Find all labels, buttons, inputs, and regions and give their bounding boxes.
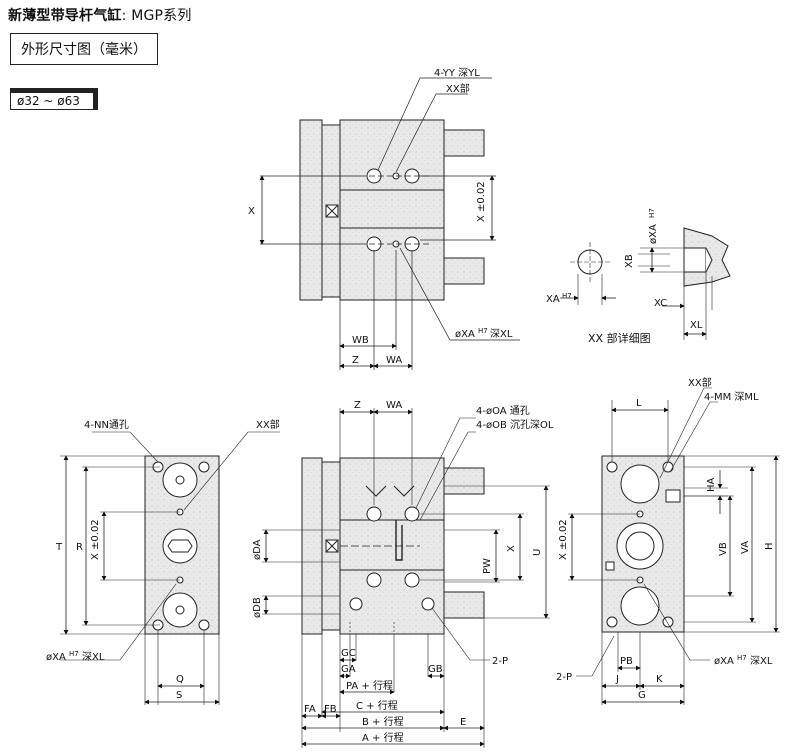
front-view-port-1 (366, 506, 382, 522)
label-yy-depth: 4-YY 深YL (434, 67, 480, 79)
label-right-xa-hole: øXA (714, 656, 734, 667)
label-z: Z (352, 355, 359, 366)
front-view-labels: Z WA 4-øOA 通孔 4-øOB 沉孔深OL øDA øDB PW X U… (252, 400, 554, 744)
label-right-p: 2-P (556, 672, 572, 683)
label-gc: GC (341, 648, 356, 659)
label-right-x-tol: X ±0.02 (558, 519, 569, 560)
label-fb: FB (324, 704, 337, 715)
label-xx-part: XX部 (446, 82, 470, 95)
label-j: J (615, 674, 619, 685)
label-pa-stroke: PA + 行程 (346, 679, 393, 692)
label-detail-xa: øXA (648, 224, 659, 244)
label-detail-xa-fit: H7 (648, 208, 656, 218)
label-oa-holes: 4-øOA 通孔 (476, 405, 530, 417)
label-fa: FA (304, 704, 316, 715)
left-view (60, 431, 280, 705)
label-front-x: X (506, 545, 517, 552)
label-wb: WB (352, 335, 369, 346)
front-view-port-4 (404, 572, 420, 588)
label-h: H (764, 542, 775, 550)
label-xa-fit: H7 (478, 327, 488, 335)
top-view (259, 77, 520, 370)
label-ob-counterbore: 4-øOB 沉孔深OL (476, 418, 554, 431)
label-wa: WA (386, 355, 402, 366)
right-view-labels: L XX部 4-MM 深ML HA X ±0.02 VB VA H 2-P PB… (556, 376, 775, 701)
label-detail-xc: XC (654, 298, 667, 309)
label-l: L (636, 398, 642, 409)
label-left-xx-part: XX部 (256, 418, 280, 431)
right-view (568, 387, 780, 705)
label-da: øDA (252, 539, 263, 560)
label-nn-holes: 4-NN通孔 (84, 419, 129, 431)
label-front-wa: WA (386, 400, 402, 411)
label-u: U (532, 549, 543, 556)
section-subtitle: 外形尺寸图（毫米） (10, 33, 158, 65)
front-view-port-3 (366, 572, 382, 588)
label-s: S (176, 690, 182, 701)
front-view-rod-upper (443, 467, 485, 495)
top-view-rod-upper (443, 129, 485, 157)
label-right-xa-fit: H7 (737, 654, 747, 662)
label-detail-xl: XL (690, 320, 703, 331)
label-e: E (460, 717, 466, 728)
label-right-xa-depth: 深XL (750, 655, 773, 667)
label-pb: PB (620, 656, 633, 667)
label-detail-xa2: XA (546, 294, 560, 305)
top-view-plate (299, 119, 323, 301)
label-x: X (248, 206, 255, 217)
front-view-port-2 (404, 506, 420, 522)
detail-caption: XX 部详细图 (588, 331, 651, 345)
top-view-labels: 4-YY 深YL XX部 X X ±0.02 WB Z WA øXA H7 深X… (248, 67, 513, 366)
left-view-labels: 4-NN通孔 XX部 T R X ±0.02 øXA H7 深XL Q S (46, 418, 280, 701)
label-left-xa-hole: øXA (46, 652, 66, 663)
label-xa-depth: 深XL (490, 328, 513, 340)
label-ga: GA (341, 664, 356, 675)
label-va: VA (740, 541, 751, 554)
label-k: K (656, 674, 663, 685)
front-view-rod-lower (443, 591, 485, 619)
front-view-plate (301, 457, 323, 635)
front-view (262, 408, 550, 748)
label-front-p: 2-P (492, 656, 508, 667)
top-view-rod-lower (443, 257, 485, 285)
bore-range-badge: ø32 ~ ø63 (10, 88, 98, 110)
right-view-bore-top (620, 464, 660, 504)
label-xa-hole: øXA (455, 329, 475, 340)
label-t: T (55, 542, 63, 553)
label-x-tol: X ±0.02 (476, 181, 487, 222)
label-front-z: Z (354, 400, 361, 411)
label-a-stroke: A + 行程 (362, 731, 404, 744)
label-left-xa-fit: H7 (69, 650, 79, 658)
label-mm-depth: 4-MM 深ML (704, 391, 759, 403)
label-pw: PW (482, 558, 493, 574)
top-view-body (339, 119, 445, 301)
label-b-stroke: B + 行程 (362, 715, 404, 728)
label-db: øDB (252, 597, 263, 618)
label-c-stroke: C + 行程 (356, 699, 398, 712)
label-g: G (638, 690, 646, 701)
label-q: Q (176, 674, 184, 685)
label-right-xx-part: XX部 (688, 376, 712, 389)
detail-view (560, 227, 731, 340)
label-detail-xa2-fit: H7 (562, 292, 572, 300)
label-left-x-tol: X ±0.02 (90, 519, 101, 560)
label-vb: VB (718, 542, 729, 556)
label-detail-xb: XB (624, 254, 635, 268)
label-r: R (76, 542, 83, 553)
label-gb: GB (428, 664, 443, 675)
page-title: 新薄型带导杆气缸: MGP系列 (8, 8, 192, 24)
right-view-bore-bottom (620, 586, 660, 626)
detail-view-labels: øXA H7 XB XA H7 XC XL XX 部详细图 (546, 208, 703, 345)
label-left-xa-depth: 深XL (82, 651, 105, 663)
label-ha: HA (706, 477, 717, 492)
